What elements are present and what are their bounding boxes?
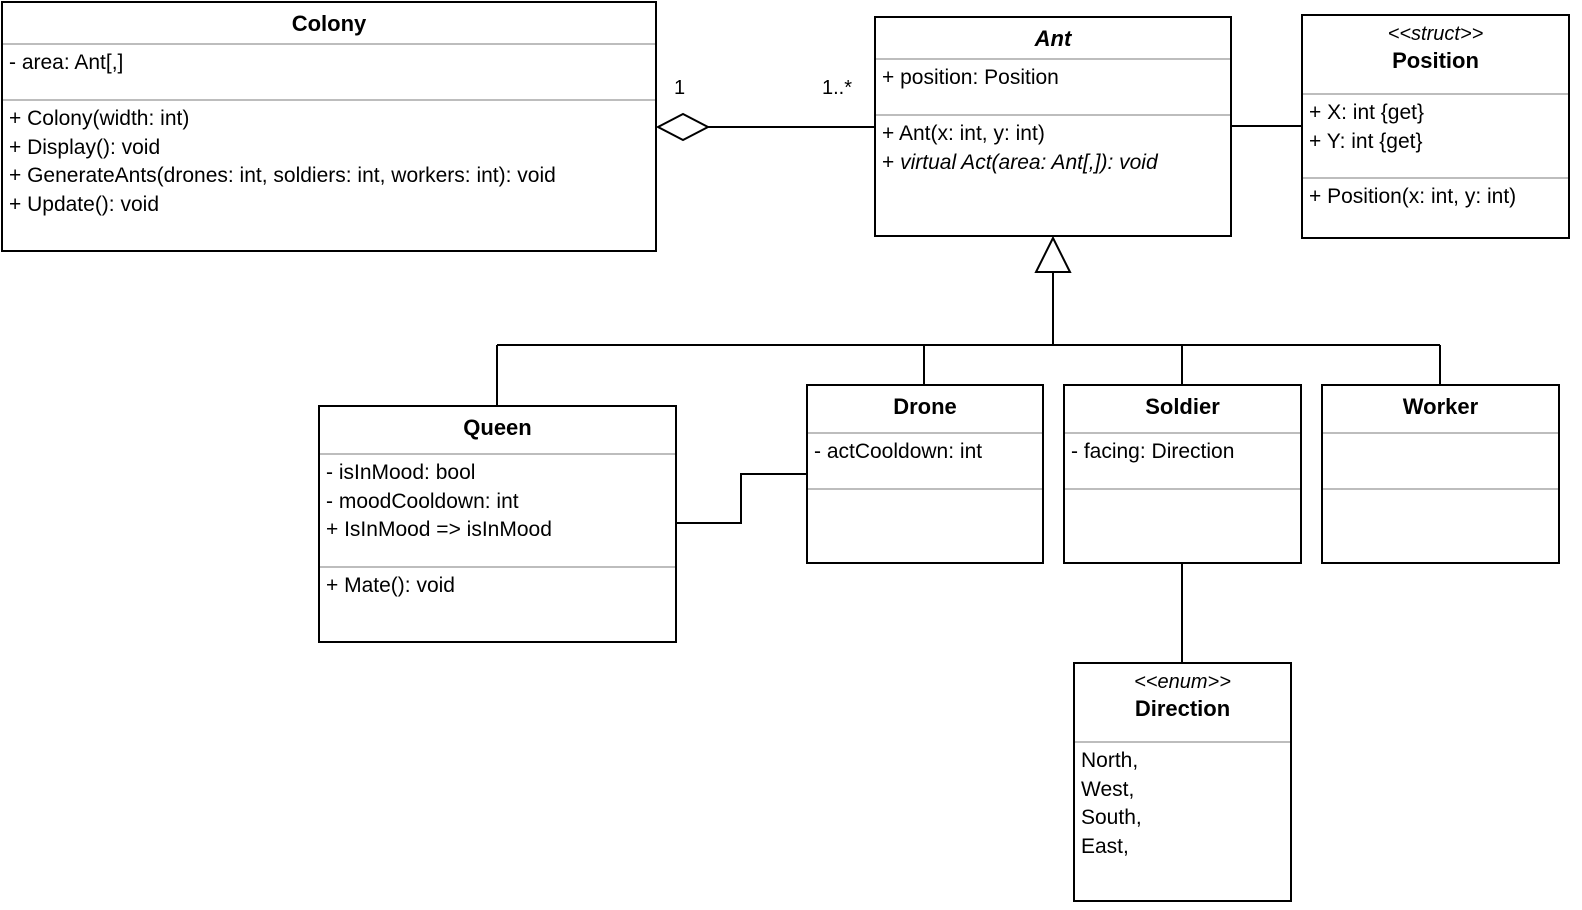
class-name: Direction — [1134, 696, 1231, 721]
class-position[interactable]: <<struct>> Position + X: int {get} + Y: … — [1301, 14, 1570, 239]
class-drone[interactable]: Drone - actCooldown: int — [806, 384, 1044, 564]
class-colony-header: Colony — [3, 3, 655, 43]
attributes-section: - facing: Direction — [1065, 432, 1300, 488]
operation-abstract: + virtual Act(area: Ant[,]): void — [882, 149, 1224, 178]
operations-section: + Position(x: int, y: int) — [1303, 177, 1568, 218]
class-soldier-header: Soldier — [1065, 386, 1300, 432]
class-worker[interactable]: Worker — [1321, 384, 1560, 564]
attributes-section: + position: Position — [876, 58, 1230, 114]
operation: + Colony(width: int) — [9, 107, 190, 130]
operation: + Display(): void — [9, 135, 161, 159]
class-name: Position — [1392, 48, 1479, 73]
literals-section: North, West, South, East, — [1075, 741, 1290, 867]
stereotype: <<enum>> — [1134, 671, 1231, 693]
class-name: Drone — [893, 394, 957, 419]
class-ant[interactable]: Ant + position: Position + Ant(x: int, y… — [874, 16, 1232, 237]
aggregation-diamond — [655, 112, 711, 142]
operations-section — [1323, 488, 1558, 500]
enum-direction[interactable]: <<enum>> Direction North, West, South, E… — [1073, 662, 1292, 902]
operations-section: + Mate(): void — [320, 566, 675, 607]
enum-direction-header: <<enum>> Direction — [1075, 664, 1290, 741]
operation: + Position(x: int, y: int) — [1309, 185, 1517, 208]
attribute: - area: Ant[,] — [9, 51, 124, 74]
stereotype: <<struct>> — [1387, 23, 1484, 45]
class-drone-header: Drone — [808, 386, 1042, 432]
enum-literal: North, — [1081, 749, 1139, 772]
operation: + Mate(): void — [326, 574, 455, 597]
class-ant-header: Ant — [876, 18, 1230, 58]
class-queen[interactable]: Queen - isInMood: bool - moodCooldown: i… — [318, 405, 677, 643]
operations-section — [808, 488, 1042, 500]
attributes-section — [1323, 432, 1558, 488]
class-name: Ant — [1034, 26, 1072, 51]
class-name: Soldier — [1145, 394, 1220, 419]
inheritance-triangle — [1034, 235, 1072, 273]
attribute: + IsInMood => isInMood — [326, 518, 552, 541]
visibility-prefix: + — [882, 150, 901, 174]
class-name: Worker — [1402, 394, 1479, 419]
operation-signature: virtual Act(area: Ant[,]): void — [900, 150, 1158, 174]
class-soldier[interactable]: Soldier - facing: Direction — [1063, 384, 1302, 564]
enum-literal: South, — [1081, 806, 1142, 829]
queen-drone-association — [677, 473, 807, 524]
operation: + Update(): void — [9, 192, 159, 216]
attributes-section: + X: int {get} + Y: int {get} — [1303, 93, 1568, 177]
operation: + Ant(x: int, y: int) — [882, 122, 1045, 145]
attribute: - moodCooldown: int — [326, 489, 519, 513]
attribute: - facing: Direction — [1071, 440, 1235, 463]
class-colony[interactable]: Colony - area: Ant[,] + Colony(width: in… — [1, 1, 657, 252]
attributes-section: - area: Ant[,] — [3, 43, 655, 99]
class-name: Queen — [463, 415, 532, 440]
operations-section: + Ant(x: int, y: int) + virtual Act(area… — [876, 114, 1230, 183]
attribute: + Y: int {get} — [1309, 129, 1423, 153]
enum-literal: East, — [1081, 834, 1129, 858]
class-queen-header: Queen — [320, 407, 675, 453]
attributes-section: - isInMood: bool - moodCooldown: int + I… — [320, 453, 675, 566]
operation: + GenerateAnts(drones: int, soldiers: in… — [9, 164, 556, 187]
operations-section: + Colony(width: int) + Display(): void +… — [3, 99, 655, 225]
class-position-header: <<struct>> Position — [1303, 16, 1568, 93]
attribute: - isInMood: bool — [326, 461, 476, 484]
attributes-section: - actCooldown: int — [808, 432, 1042, 488]
class-worker-header: Worker — [1323, 386, 1558, 432]
multiplicity-ant: 1..* — [822, 77, 853, 99]
enum-literal: West, — [1081, 777, 1135, 801]
attribute: + X: int {get} — [1309, 101, 1425, 124]
class-name: Colony — [291, 11, 367, 36]
operations-section — [1065, 488, 1300, 500]
attribute: + position: Position — [882, 66, 1059, 89]
multiplicity-colony: 1 — [674, 77, 686, 99]
attribute: - actCooldown: int — [814, 440, 983, 463]
